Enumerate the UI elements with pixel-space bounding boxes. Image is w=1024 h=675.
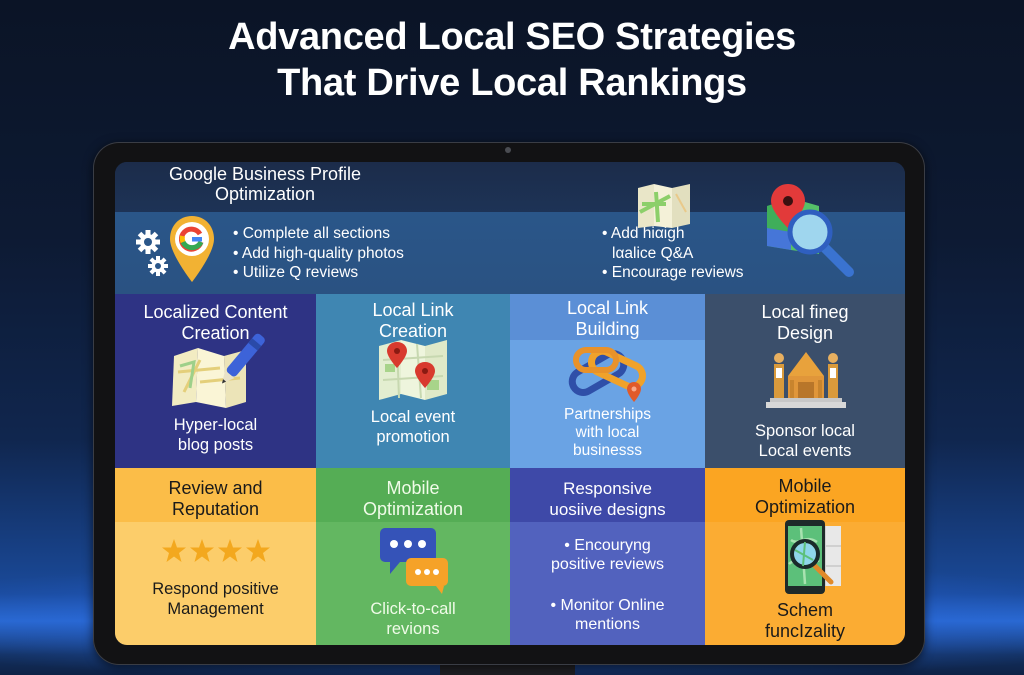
card-bullet: positive reviews (551, 556, 664, 573)
gear-icon (135, 228, 169, 278)
card-title: Reputation (171, 499, 260, 519)
chat-bubbles-icon (378, 526, 452, 596)
card-title: Creation (181, 323, 250, 343)
title-line-1: Advanced Local SEO Strategies (228, 16, 796, 58)
card-local-link-building: Local Link Building Partnerships with lo… (510, 294, 705, 468)
card-title: Optimization (754, 497, 856, 517)
card-review-reputation: Review and Reputation Respond positive M… (115, 468, 316, 645)
card-local-design: Local fineg Design (705, 294, 905, 468)
card-title: Mobile (386, 478, 440, 498)
card-responsive-designs: Responsive uosiive designs • Encouryng p… (510, 468, 705, 645)
card-title: Design (776, 323, 834, 343)
map-search-icon (765, 184, 860, 284)
card-body: businesss (573, 442, 642, 459)
card-title: Responsive (563, 479, 652, 498)
gbp-bullet: Complete all sections (233, 224, 404, 244)
chain-link-icon (568, 344, 648, 404)
page-title: Advanced Local SEO Strategies That Drive… (0, 14, 1024, 106)
card-bullet: mentions (575, 616, 640, 633)
card-body: with local (575, 424, 640, 441)
card-body: promotion (376, 427, 450, 446)
monitor-bezel: Google Business Profile Optimization (93, 142, 925, 665)
gbp-bullet: Encourage reviews (602, 263, 744, 283)
card-title: Review and (168, 478, 263, 498)
card-body: Partnerships (563, 406, 651, 423)
card-title: Local fineg (761, 302, 849, 322)
card-body: revions (386, 619, 440, 638)
webcam-dot (505, 147, 511, 153)
monitor-screen: Google Business Profile Optimization (115, 162, 905, 645)
card-body: Schem (776, 600, 834, 620)
gbp-left-bullets: Complete all sections Add high-quality p… (233, 224, 404, 283)
card-local-link-creation: Local Link Creation Local ev (316, 294, 510, 468)
gbp-bullet: Add high-quality photos (233, 244, 404, 264)
card-body: Hyper-local (173, 416, 258, 434)
four-stars-icon (161, 538, 271, 564)
landmark-building-icon (764, 350, 848, 410)
map-icon (636, 182, 692, 230)
card-title: uosiive designs (549, 500, 666, 519)
card-title: Mobile (778, 476, 832, 496)
gbp-bullet: Add hiαigh (602, 224, 744, 244)
card-mobile-optimization-1: Mobile Optimization Click-to (316, 468, 510, 645)
card-body: Local events (758, 441, 852, 460)
card-body: Local event (370, 408, 456, 426)
card-bullet: • Encouryng (564, 537, 651, 554)
card-title: Localized Content (143, 302, 288, 322)
card-body: Click-to-call (370, 600, 456, 618)
card-title: Building (575, 319, 640, 339)
card-mobile-optimization-2: Mobile Optimization Schem funcIzality (705, 468, 905, 645)
card-body: Respond positive (152, 580, 279, 598)
card-title: Creation (378, 321, 448, 341)
card-title: Local Link (372, 300, 454, 320)
gbp-bullet: lαalice Q&A (612, 244, 694, 262)
card-localized-content: Localized Content Creation (115, 294, 316, 468)
map-pins-icon (377, 340, 449, 400)
card-body: blog posts (177, 435, 254, 454)
card-body: Sponsor local (755, 422, 855, 440)
map-pen-icon (170, 332, 270, 410)
card-title: Optimization (362, 499, 464, 519)
title-line-2: That Drive Local Rankings (277, 62, 747, 104)
gbp-title: Google Business Profile Optimization (168, 164, 362, 204)
google-pin-icon (167, 214, 217, 284)
card-body: funcIzality (764, 621, 846, 641)
gbp-right-bullets: Add hiαigh lαalice Q&A Encourage reviews (602, 224, 744, 283)
card-title: Local Link (566, 298, 649, 318)
phone-map-search-icon (783, 520, 849, 596)
gbp-bullet: Utilize Q reviews (233, 263, 404, 283)
card-bullet: • Monitor Online (550, 597, 665, 614)
card-body: Management (167, 599, 264, 618)
